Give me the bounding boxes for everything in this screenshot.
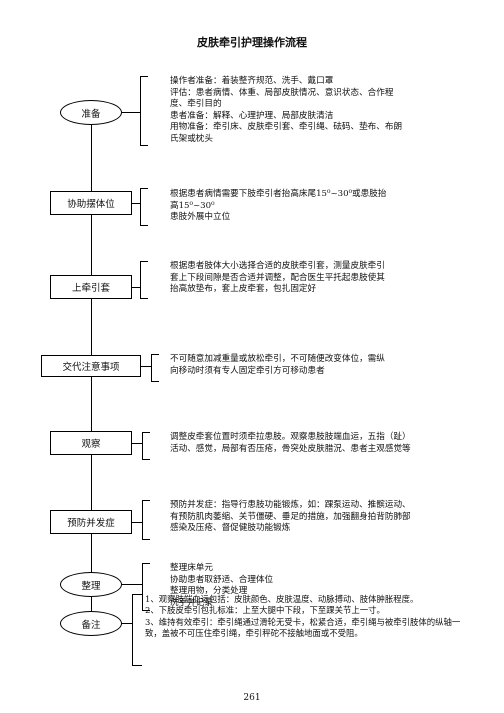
step-description: 整理床单元 协助患者取舒适、合理体位 整理用物，分类处理 洗手并记录: [170, 563, 274, 608]
step-connector: [132, 203, 140, 204]
step-connector: [122, 112, 140, 113]
notes-item: 2、下肢皮牵引包扎标准：上至大腿中下段，下至踝关节上一寸。: [145, 605, 385, 616]
step-description: 不可随意加减重量或放松牵引，不可随便改变体位，需纵 向移动时须有专人固定牵引方可…: [170, 354, 385, 376]
page-number: 261: [243, 693, 261, 703]
step-label: 观察: [81, 439, 101, 450]
page-title: 皮肤牵引护理操作流程: [197, 36, 307, 49]
notes-list: 1、观察肢端血运包括：皮肤颜色、皮肤温度、动脉搏动、肢体肿胀程度。 2、下肢皮牵…: [145, 594, 475, 640]
step-apply-sleeve: 上牵引套: [50, 275, 132, 299]
step-position: 协助摆体位: [50, 191, 132, 215]
notes-label: 备注: [81, 619, 101, 631]
step-connector: [132, 443, 142, 444]
step-bracket: [151, 354, 159, 382]
notes-item: 3、维持有效牵引：牵引绳通过滑轮无受卡，松紧合适，牵引绳与被牵引肢体的纵轴一致，…: [145, 616, 461, 639]
step-label: 整理: [81, 580, 101, 592]
step-description: 调整皮牵套位置时须牵拉患肢。观察患肢肢端血运，五指（趾） 活动、感觉，局部有否压…: [170, 432, 411, 454]
step-label: 交代注意事项: [62, 362, 120, 373]
step-bracket: [140, 76, 148, 146]
step-connector: [132, 287, 140, 288]
step-label: 上牵引套: [71, 283, 110, 294]
step-bracket: [142, 563, 150, 611]
notes-bracket: [132, 594, 142, 666]
step-label: 预防并发症: [67, 518, 115, 529]
step-observe: 观察: [50, 431, 132, 455]
step-bracket: [142, 432, 150, 460]
step-bracket: [142, 500, 150, 540]
step-tidy-up: 整理: [60, 572, 122, 597]
step-connector: [141, 366, 151, 367]
step-description: 根据患者病情需要下肢牵引者抬高床尾15⁰~30⁰或患肢抬 高15⁰~30⁰ 患肢…: [170, 189, 387, 223]
step-bracket: [140, 188, 148, 226]
notes-item: 1、观察肢端血运包括：皮肤颜色、皮肤温度、动脉搏动、肢体肿胀程度。: [145, 594, 419, 604]
step-precautions: 交代注意事项: [41, 355, 141, 377]
step-prevent-complications: 预防并发症: [50, 510, 132, 534]
step-connector: [122, 623, 132, 624]
step-connector: [122, 584, 142, 585]
step-label: 协助摆体位: [67, 199, 115, 210]
notes-node: 备注: [60, 611, 122, 636]
step-connector: [132, 522, 142, 523]
step-description: 操作者准备：着装整齐规范、洗手、戴口罩 评估：患者病情、体重、局部皮肤情况、意识…: [170, 76, 403, 144]
step-description: 预防并发症：指导行患肢功能锻炼，如：踝泵运动、推髌运动、 有预防肌肉萎缩、关节僵…: [170, 500, 411, 534]
step-description: 根据患者肢体大小选择合适的皮肤牵引套，测量皮肤牵引 套上下段间隙是否合适并调整，…: [170, 261, 385, 295]
step-prepare: 准备: [60, 100, 122, 125]
step-label: 准备: [81, 108, 101, 120]
step-bracket: [140, 261, 148, 299]
